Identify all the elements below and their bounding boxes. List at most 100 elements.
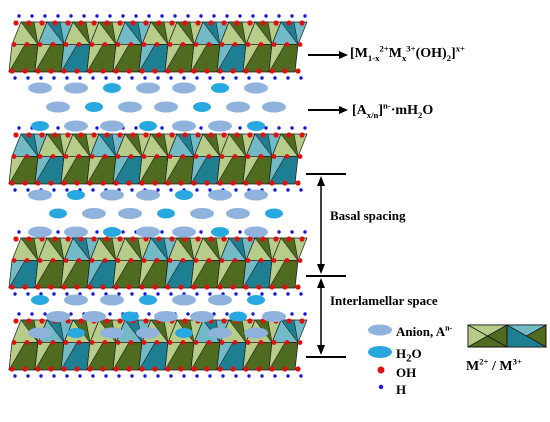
- hydroxyl-dot: [9, 180, 15, 186]
- hydroxyl-dot: [37, 154, 43, 159]
- anion: [64, 226, 88, 238]
- anion: [28, 189, 52, 201]
- hydroxyl-dot: [219, 340, 225, 345]
- hydrogen-dot: [17, 230, 21, 234]
- hydroxyl-dot: [78, 20, 84, 26]
- hydrogen-dot: [182, 76, 186, 80]
- hydrogen-dot: [199, 126, 203, 130]
- hydrogen-dot: [13, 292, 17, 296]
- hydroxyl-dot: [91, 236, 97, 242]
- water-molecule: [67, 190, 85, 200]
- octahedron-highlight: [268, 260, 286, 289]
- hydroxyl-dot: [13, 20, 19, 26]
- hydroxyl-dot: [156, 20, 162, 26]
- hydrogen-dot: [143, 374, 147, 378]
- hydroxyl-dot: [180, 258, 186, 263]
- anion: [136, 327, 160, 339]
- interlamellar-space-label: Interlamellar space: [330, 293, 438, 308]
- hydroxyl-dot: [165, 68, 171, 74]
- hydrogen-dot: [212, 14, 216, 18]
- hydroxyl-dot: [204, 68, 210, 74]
- hydrogen-dot: [286, 76, 290, 80]
- hydroxyl-dot: [191, 284, 197, 290]
- octahedron-highlight: [268, 156, 286, 185]
- hydroxyl-dot: [139, 180, 145, 186]
- hydrogen-dot: [69, 14, 73, 18]
- anion: [208, 294, 232, 306]
- octahedron-highlight: [164, 44, 182, 73]
- hydroxyl-dot: [115, 258, 121, 263]
- dimension-interlamellar-arrow-up: [317, 278, 325, 288]
- hydrogen-dot: [290, 230, 294, 234]
- hydroxyl-dot: [22, 68, 28, 74]
- hydrogen-dot: [299, 374, 303, 378]
- hydrogen-dot: [290, 312, 294, 316]
- hydrogen-dot: [117, 76, 121, 80]
- hydroxyl-dot: [126, 180, 132, 186]
- hydroxyl-dot: [126, 366, 132, 372]
- hydroxyl-dot: [269, 180, 275, 186]
- hydroxyl-dot: [143, 236, 149, 242]
- anion: [244, 226, 268, 238]
- hydroxyl-dot: [297, 258, 303, 263]
- hydrogen-dot: [160, 230, 164, 234]
- hydrogen-dot: [156, 292, 160, 296]
- hydrogen-dot: [195, 374, 199, 378]
- hydrogen-dot: [221, 76, 225, 80]
- hydroxyl-dot: [117, 20, 123, 26]
- hydroxyl-dot: [24, 340, 30, 345]
- octahedron-highlight: [190, 44, 208, 73]
- hydroxyl-dot: [258, 42, 264, 47]
- water-molecule: [31, 295, 49, 305]
- hydrogen-dot: [290, 14, 294, 18]
- hydroxyl-dot: [232, 154, 238, 159]
- hydrogen-dot: [39, 292, 43, 296]
- hydroxyl-dot: [48, 180, 54, 186]
- hydroxyl-dot: [193, 42, 199, 47]
- water-molecule: [265, 208, 283, 219]
- hydrogen-dot: [234, 292, 238, 296]
- hydroxyl-dot: [178, 180, 184, 186]
- hydroxyl-dot: [139, 366, 145, 372]
- hydrogen-dot: [195, 76, 199, 80]
- hydroxyl-dot: [141, 258, 147, 263]
- hydroxyl-dot: [139, 68, 145, 74]
- hydroxyl-dot: [104, 132, 110, 138]
- hydroxyl-dot: [91, 132, 97, 138]
- anion: [82, 311, 106, 322]
- hydroxyl-dot: [217, 180, 223, 186]
- hydrogen-dot: [299, 76, 303, 80]
- hydroxyl-dot: [286, 132, 292, 138]
- hydroxyl-dot: [87, 284, 93, 290]
- hydrogen-dot: [108, 312, 112, 316]
- water-molecule: [121, 311, 139, 322]
- hydroxyl-dot: [74, 366, 80, 372]
- hydroxyl-dot: [11, 258, 17, 263]
- hydrogen-dot: [17, 126, 21, 130]
- hydroxyl-dot: [165, 366, 171, 372]
- hydrogen-dot: [130, 76, 134, 80]
- hydroxyl-dot: [245, 258, 251, 263]
- legend-anion-symbol: [368, 324, 392, 336]
- hydroxyl-dot: [141, 42, 147, 47]
- octahedron-highlight: [216, 342, 234, 371]
- hydroxyl-dot: [128, 42, 134, 47]
- octahedron-highlight: [216, 260, 234, 289]
- hydrogen-dot: [247, 76, 251, 80]
- hydrogen-dot: [78, 374, 82, 378]
- hydroxyl-dot: [269, 366, 275, 372]
- hydroxyl-dot: [48, 366, 54, 372]
- hydroxyl-dot: [35, 284, 41, 290]
- hydroxyl-dot: [217, 68, 223, 74]
- hydroxyl-dot: [230, 366, 236, 372]
- anion: [64, 82, 88, 94]
- hydroxyl-dot: [117, 318, 123, 324]
- hydrogen-dot: [273, 76, 277, 80]
- hydroxyl-dot: [167, 258, 173, 263]
- hydroxyl-dot: [271, 42, 277, 47]
- hydrogen-dot: [299, 292, 303, 296]
- hydrogen-dot: [26, 76, 30, 80]
- hydroxyl-dot: [117, 236, 123, 242]
- hydroxyl-dot: [13, 318, 19, 324]
